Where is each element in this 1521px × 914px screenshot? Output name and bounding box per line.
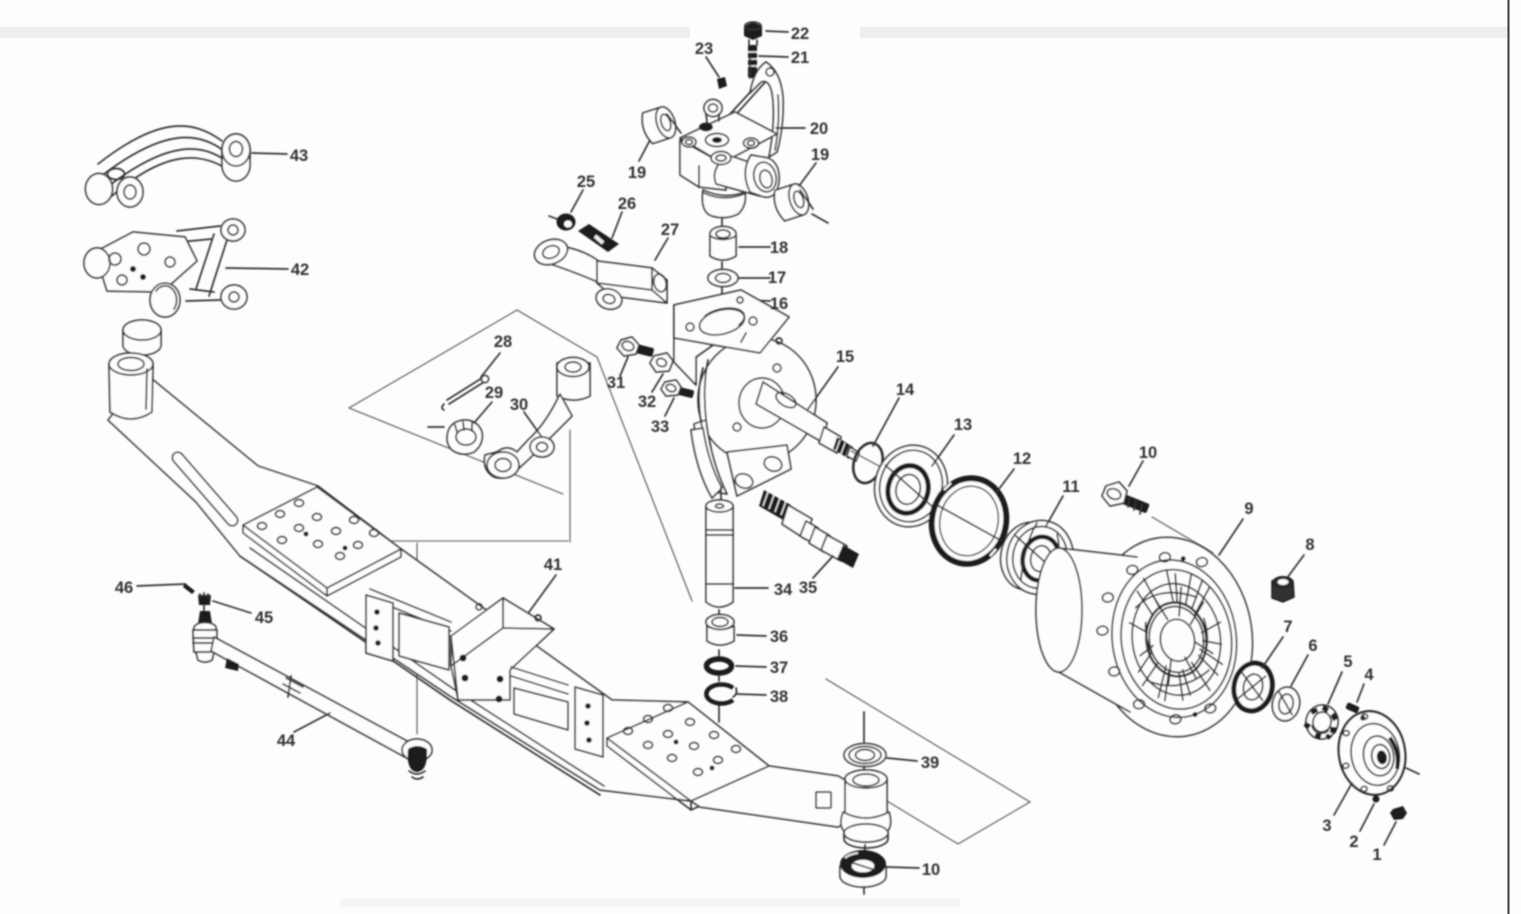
- svg-text:14: 14: [896, 381, 915, 399]
- svg-text:36: 36: [770, 628, 788, 646]
- svg-text:41: 41: [544, 556, 562, 574]
- svg-text:46: 46: [115, 579, 133, 597]
- svg-text:31: 31: [607, 374, 625, 392]
- svg-text:43: 43: [290, 147, 308, 165]
- svg-text:28: 28: [494, 333, 512, 351]
- svg-text:34: 34: [774, 581, 793, 599]
- svg-text:6: 6: [1308, 637, 1317, 655]
- svg-text:23: 23: [695, 40, 713, 58]
- svg-text:8: 8: [1305, 536, 1314, 554]
- svg-text:19: 19: [628, 164, 646, 182]
- svg-text:37: 37: [770, 659, 788, 677]
- svg-text:39: 39: [921, 754, 939, 772]
- svg-text:17: 17: [768, 269, 786, 287]
- svg-text:26: 26: [618, 195, 636, 213]
- svg-text:13: 13: [954, 416, 972, 434]
- svg-text:2: 2: [1349, 833, 1358, 851]
- svg-text:32: 32: [638, 393, 656, 411]
- svg-text:21: 21: [791, 49, 809, 67]
- svg-text:4: 4: [1364, 666, 1374, 684]
- svg-text:16: 16: [770, 295, 788, 313]
- svg-text:11: 11: [1062, 478, 1079, 496]
- svg-text:15: 15: [836, 348, 854, 366]
- svg-text:38: 38: [770, 688, 788, 706]
- svg-text:25: 25: [577, 173, 595, 191]
- svg-text:35: 35: [799, 579, 817, 597]
- svg-text:10: 10: [1139, 444, 1157, 462]
- svg-text:18: 18: [770, 239, 788, 257]
- svg-text:27: 27: [661, 221, 679, 239]
- svg-text:33: 33: [651, 418, 669, 436]
- svg-text:12: 12: [1013, 450, 1031, 468]
- svg-text:29: 29: [485, 384, 503, 402]
- svg-text:10: 10: [922, 861, 940, 879]
- svg-text:1: 1: [1372, 846, 1381, 864]
- svg-text:19: 19: [811, 146, 829, 164]
- svg-text:42: 42: [291, 261, 309, 279]
- svg-text:44: 44: [277, 732, 296, 750]
- svg-text:9: 9: [1244, 500, 1253, 518]
- svg-text:20: 20: [810, 120, 828, 138]
- svg-text:5: 5: [1343, 653, 1352, 671]
- svg-text:30: 30: [510, 396, 528, 414]
- svg-text:3: 3: [1322, 817, 1331, 835]
- svg-text:22: 22: [791, 25, 809, 43]
- svg-text:45: 45: [255, 609, 273, 627]
- svg-text:7: 7: [1283, 618, 1292, 636]
